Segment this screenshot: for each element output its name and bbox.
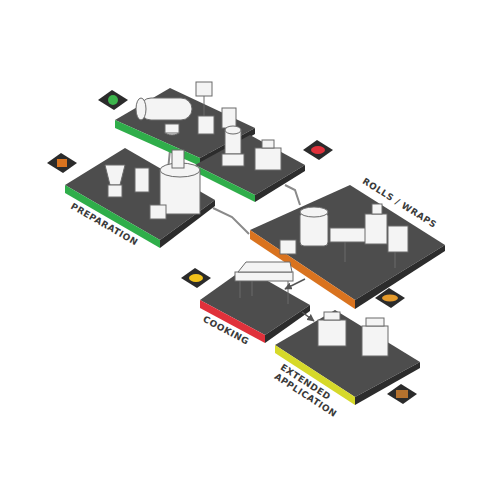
platform-prep-left: [65, 148, 215, 248]
platform-label: ROLLS / WRAPS: [360, 176, 438, 231]
platform-node: EXTENDED APPLICATION: [270, 300, 425, 428]
platform-node: ROLLS / WRAPS: [245, 170, 450, 310]
product-icons: [47, 90, 417, 404]
platform-label: COOKING: [201, 314, 251, 347]
platform-prep-top: [115, 88, 255, 166]
flow-connector: [302, 312, 314, 321]
flow-connector: [285, 279, 305, 289]
platform-node: PREPARATION: [60, 140, 220, 260]
platform-label: EXTENDED APPLICATION: [272, 362, 351, 424]
flow-connector: [213, 208, 249, 234]
machines: [105, 82, 408, 356]
platform-node: COOKING: [195, 260, 315, 355]
platform-prep-right: [195, 135, 305, 202]
platform-label: PREPARATION: [69, 201, 140, 248]
